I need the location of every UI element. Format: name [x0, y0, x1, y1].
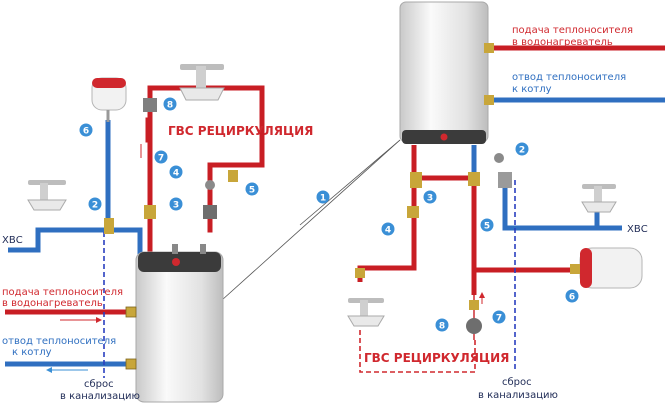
left-scheme: ГВС РЕЦИРКУЛЯЦИЯ ХВС подача теплоносител…: [2, 64, 313, 403]
right-components: [355, 153, 512, 334]
left-drain-label-2: в канализацию: [60, 391, 140, 402]
svg-text:5: 5: [484, 222, 490, 232]
valve-icon: [468, 172, 480, 186]
circulation-pump-icon: [143, 98, 157, 112]
left-tank-valves: [125, 306, 137, 370]
svg-text:8: 8: [167, 101, 173, 111]
right-scheme: подача теплоносителя в водонагреватель о…: [347, 1, 665, 401]
callout-lines: [221, 139, 401, 301]
svg-text:2: 2: [92, 201, 98, 211]
left-supply-label-1: подача теплоносителя: [2, 287, 123, 298]
svg-text:4: 4: [385, 226, 391, 236]
marker-8-left: 8: [163, 97, 177, 111]
marker-1: 1: [316, 190, 330, 204]
svg-text:4: 4: [173, 169, 179, 179]
right-return-label-2: к котлу: [512, 84, 552, 95]
left-return-label-2: к котлу: [12, 347, 52, 358]
left-components: [104, 98, 238, 234]
valve-icon: [484, 95, 494, 105]
left-cold-lines: [5, 120, 143, 367]
valve-icon: [469, 300, 479, 310]
right-cold-water-label: ХВС: [627, 224, 648, 235]
svg-text:5: 5: [249, 186, 255, 196]
marker-5-left: 5: [245, 182, 259, 196]
svg-text:8: 8: [439, 322, 445, 332]
svg-text:3: 3: [427, 194, 433, 204]
marker-6-left: 6: [79, 123, 93, 137]
brand-logo-icon: [172, 258, 180, 266]
right-supply-label-1: подача теплоносителя: [512, 25, 633, 36]
number-markers: 8 6 7 4 5 3 2 1 2 3 4 5 6 7 8: [79, 97, 579, 332]
svg-text:6: 6: [569, 293, 575, 303]
valve-icon: [144, 205, 156, 219]
left-hot-loop: [145, 85, 265, 253]
svg-text:2: 2: [519, 146, 525, 156]
right-heating-lines: [487, 45, 665, 103]
left-drain-label-1: сброс: [84, 379, 114, 390]
faucet-icon: [179, 64, 225, 101]
expansion-tank-icon: [570, 247, 643, 289]
marker-2-right: 2: [515, 142, 529, 156]
marker-8-right: 8: [435, 318, 449, 332]
faucet-icon: [347, 298, 385, 327]
svg-text:1: 1: [320, 194, 326, 204]
svg-text:6: 6: [83, 127, 89, 137]
right-supply-label-2: в водонагреватель: [512, 37, 613, 48]
valve-icon: [355, 268, 365, 278]
valve-icon: [407, 206, 419, 218]
valve-icon: [494, 153, 504, 163]
expansion-tank-icon: [91, 77, 127, 122]
svg-text:7: 7: [496, 314, 502, 324]
valve-icon: [410, 172, 422, 188]
valve-icon: [484, 43, 494, 53]
marker-4-right: 4: [381, 222, 395, 236]
marker-3-right: 3: [423, 190, 437, 204]
left-supply-label-2: в водонагреватель: [2, 298, 103, 309]
right-boiler-tank: [399, 1, 494, 144]
valve-icon: [498, 172, 512, 188]
faucet-icon: [581, 184, 617, 213]
svg-text:3: 3: [173, 201, 179, 211]
right-return-label-1: отвод теплоносителя: [512, 72, 626, 83]
right-flow-arrow: [479, 292, 485, 304]
marker-7-left: 7: [154, 150, 168, 164]
marker-3-left: 3: [169, 197, 183, 211]
left-flow-arrows: [46, 144, 142, 373]
left-recirculation-title: ГВС РЕЦИРКУЛЯЦИЯ: [168, 124, 313, 138]
marker-6-right: 6: [565, 289, 579, 303]
circulation-pump-icon: [203, 205, 217, 219]
marker-2-left: 2: [88, 197, 102, 211]
valve-icon: [205, 180, 215, 190]
right-recirculation-title: ГВС РЕЦИРКУЛЯЦИЯ: [364, 351, 509, 365]
left-return-label-1: отвод теплоносителя: [2, 336, 116, 347]
left-boiler-tank: [135, 244, 224, 403]
valve-icon: [104, 218, 114, 234]
faucet-icon: [27, 180, 67, 211]
right-drain-label-2: в канализацию: [478, 390, 558, 401]
valve-icon: [125, 358, 137, 370]
svg-text:7: 7: [158, 154, 164, 164]
valve-icon: [125, 306, 137, 318]
brand-logo-icon: [440, 133, 448, 141]
right-recirculation-dashed: [359, 330, 476, 373]
right-drain-label-1: сброс: [502, 377, 532, 388]
marker-4-left: 4: [169, 165, 183, 179]
circulation-pump-icon: [466, 318, 482, 334]
marker-5-right: 5: [480, 218, 494, 232]
left-cold-water-label: ХВС: [2, 235, 23, 246]
marker-7-right: 7: [492, 310, 506, 324]
valve-icon: [228, 170, 238, 182]
